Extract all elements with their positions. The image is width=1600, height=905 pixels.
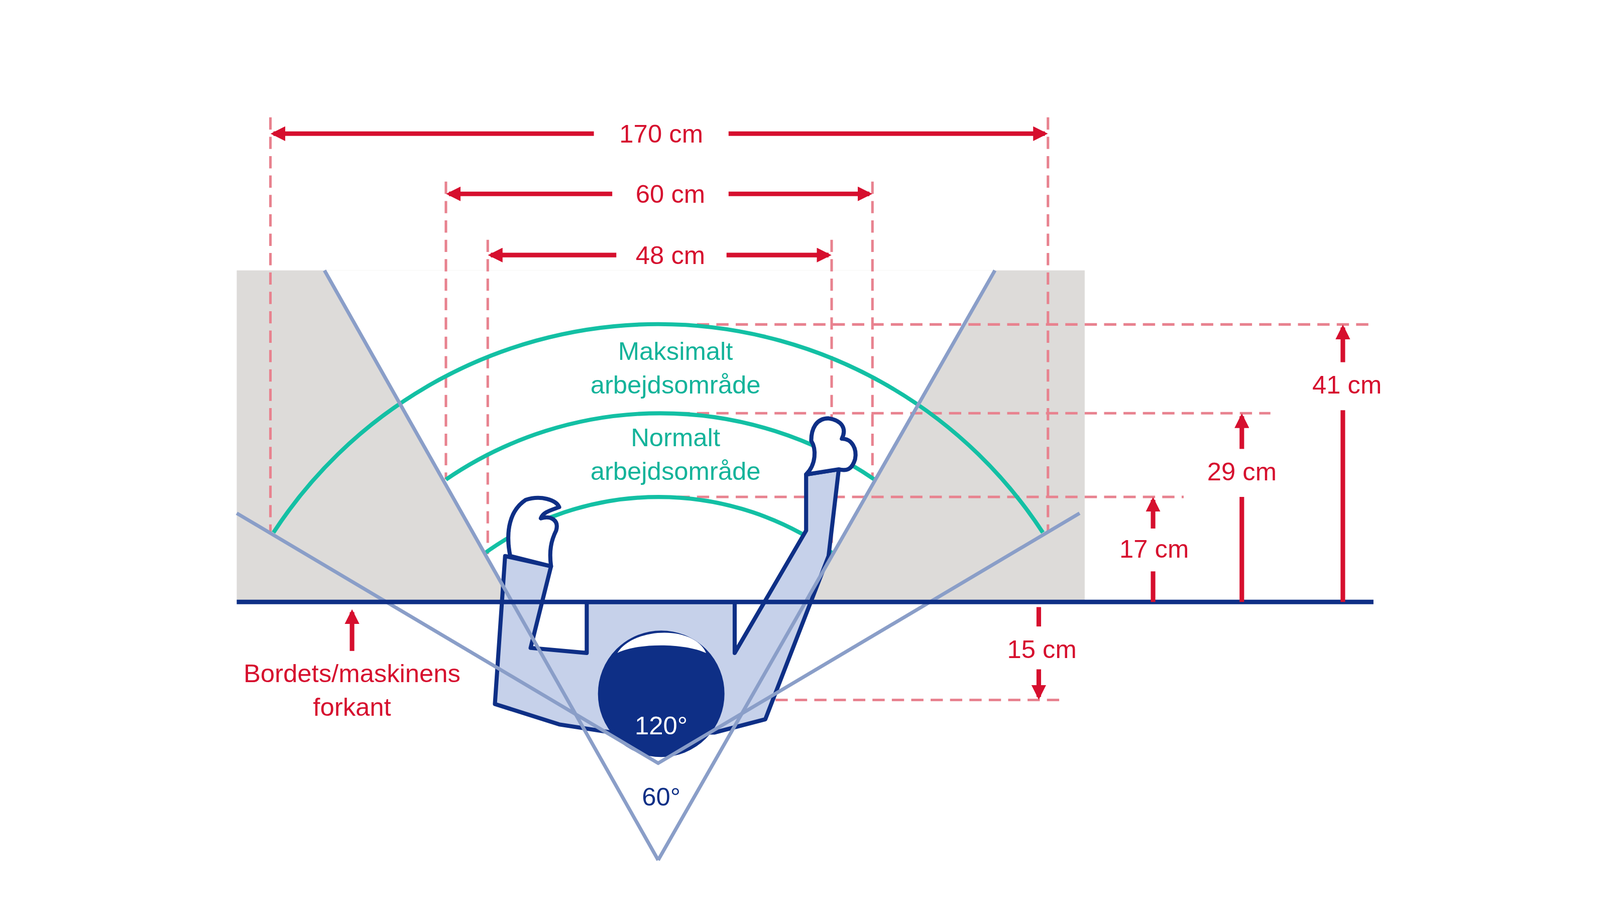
angle-label: 60° bbox=[641, 780, 681, 814]
zone-label: Maksimalt arbejdsområde bbox=[573, 334, 778, 401]
view-cone-fill bbox=[324, 270, 995, 861]
person-figure bbox=[494, 418, 856, 756]
guide-lines bbox=[270, 117, 1374, 701]
dimension-label: 60 cm bbox=[635, 177, 706, 211]
table-edge bbox=[236, 600, 1374, 605]
view-angle-lines bbox=[236, 270, 1080, 861]
dimension-label: 48 cm bbox=[635, 238, 706, 272]
reach-arcs bbox=[273, 324, 1044, 555]
dimension-label: 17 cm bbox=[1119, 532, 1189, 566]
angle-label: 120° bbox=[634, 709, 688, 743]
dimension-label: 41 cm bbox=[1312, 368, 1382, 402]
dimension-label: 29 cm bbox=[1207, 454, 1277, 489]
dimension-arrows bbox=[273, 133, 1343, 698]
table-edge-label: Bordets/maskinens forkant bbox=[219, 656, 485, 724]
zone-label: Normalt arbejdsområde bbox=[573, 420, 778, 488]
dimension-label: 15 cm bbox=[1006, 632, 1077, 666]
dimension-label: 170 cm bbox=[619, 117, 704, 151]
